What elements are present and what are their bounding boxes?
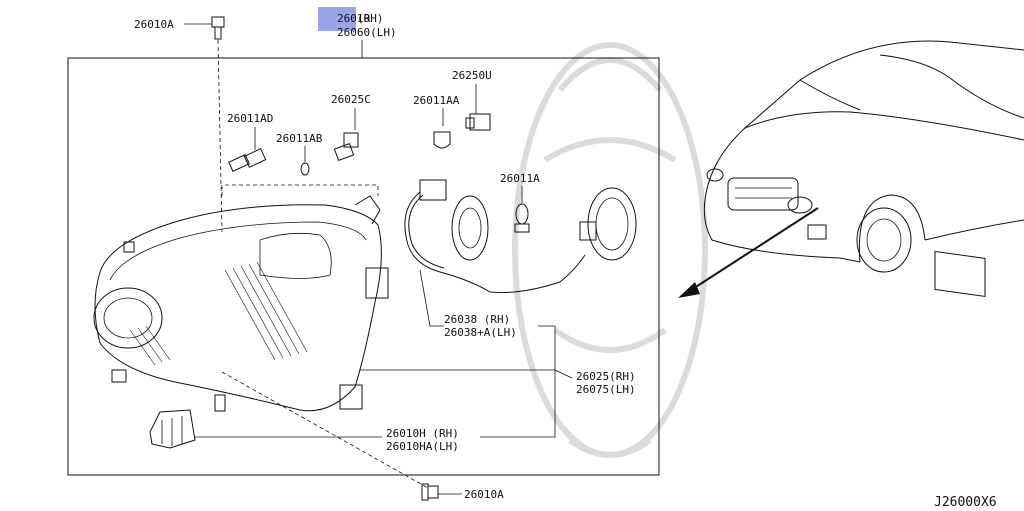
bulb-26011ad-label[interactable]: 26011AD [227,112,273,125]
bulb-26011aa-label[interactable]: 26011AA [413,94,460,107]
bracket-rh-label[interactable]: 26010H (RH) [386,427,459,440]
part-highlight [318,7,356,31]
bulb-26011aa-icon [433,131,451,149]
part-26010-code[interactable]: 26010 [337,12,370,25]
assembly-frame [67,57,660,476]
diagram-code: J26000X6 [934,495,997,510]
part-26010-side: (RH) [357,12,384,25]
bracket-lh-label[interactable]: 26010HA(LH) [386,440,459,453]
headlamp-assembly [93,195,389,412]
socket-26025c-label[interactable]: 26025C [331,93,371,106]
bulb-26011ab-label[interactable]: 26011AB [276,132,323,145]
bulb-26011a-label[interactable]: 26011A [500,172,540,185]
harness-lh-label[interactable]: 26038+A(LH) [444,326,517,339]
lamp-26075-label[interactable]: 26075(LH) [576,383,636,396]
bulb-zone-outline [221,184,379,196]
lamp-26025-label[interactable]: 26025(RH) [576,370,636,383]
bolt-bottom-label[interactable]: 26010A [464,488,504,501]
bulb-26011ab-icon [300,162,310,176]
pointer-arrow [678,207,819,298]
bolt-top-icon [211,16,225,233]
part-26060[interactable]: 26060(LH) [337,26,397,39]
bulb-26011a-icon [514,203,530,233]
socket-26250u-label[interactable]: 26250U [452,69,492,82]
bolt-bottom-icon [421,483,439,501]
wiring-harness [404,179,637,294]
watermark-emblem [512,42,708,458]
bulb-26011ad-icon [228,148,267,172]
harness-rh-label[interactable]: 26038 (RH) [444,313,510,326]
socket-26025c-icon [333,132,359,162]
bracket-icon [149,409,196,449]
vehicle-illustration [703,40,1024,298]
socket-26250u-icon [465,113,491,131]
bolt-top-label[interactable]: 26010A [134,18,174,31]
